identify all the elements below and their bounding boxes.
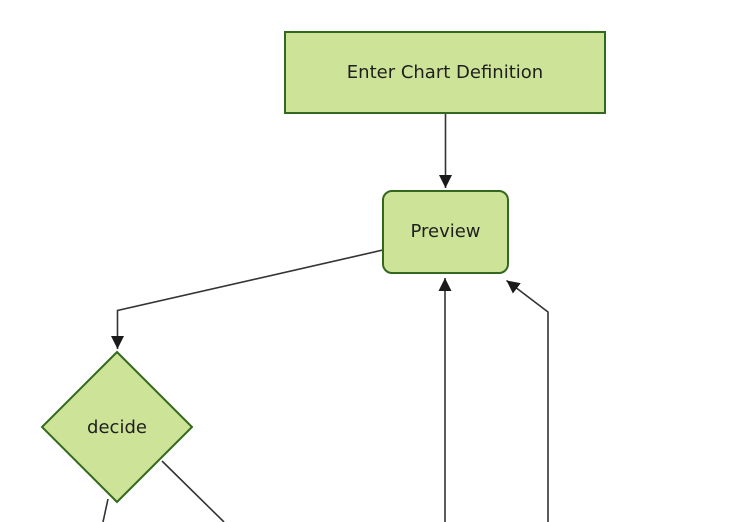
node-enter-chart-definition-label: Enter Chart Definition (346, 61, 544, 83)
edge-decide-to-offscreen-right (161, 460, 225, 522)
edge-decide-to-offscreen-left (102, 498, 109, 522)
edge-offscreen-to-preview-diagonal (506, 279, 549, 522)
node-enter-chart-definition: Enter Chart Definition (284, 31, 606, 114)
edge-preview-to-decide (111, 249, 384, 349)
node-preview: Preview (382, 190, 509, 274)
node-preview-label: Preview (410, 221, 481, 243)
